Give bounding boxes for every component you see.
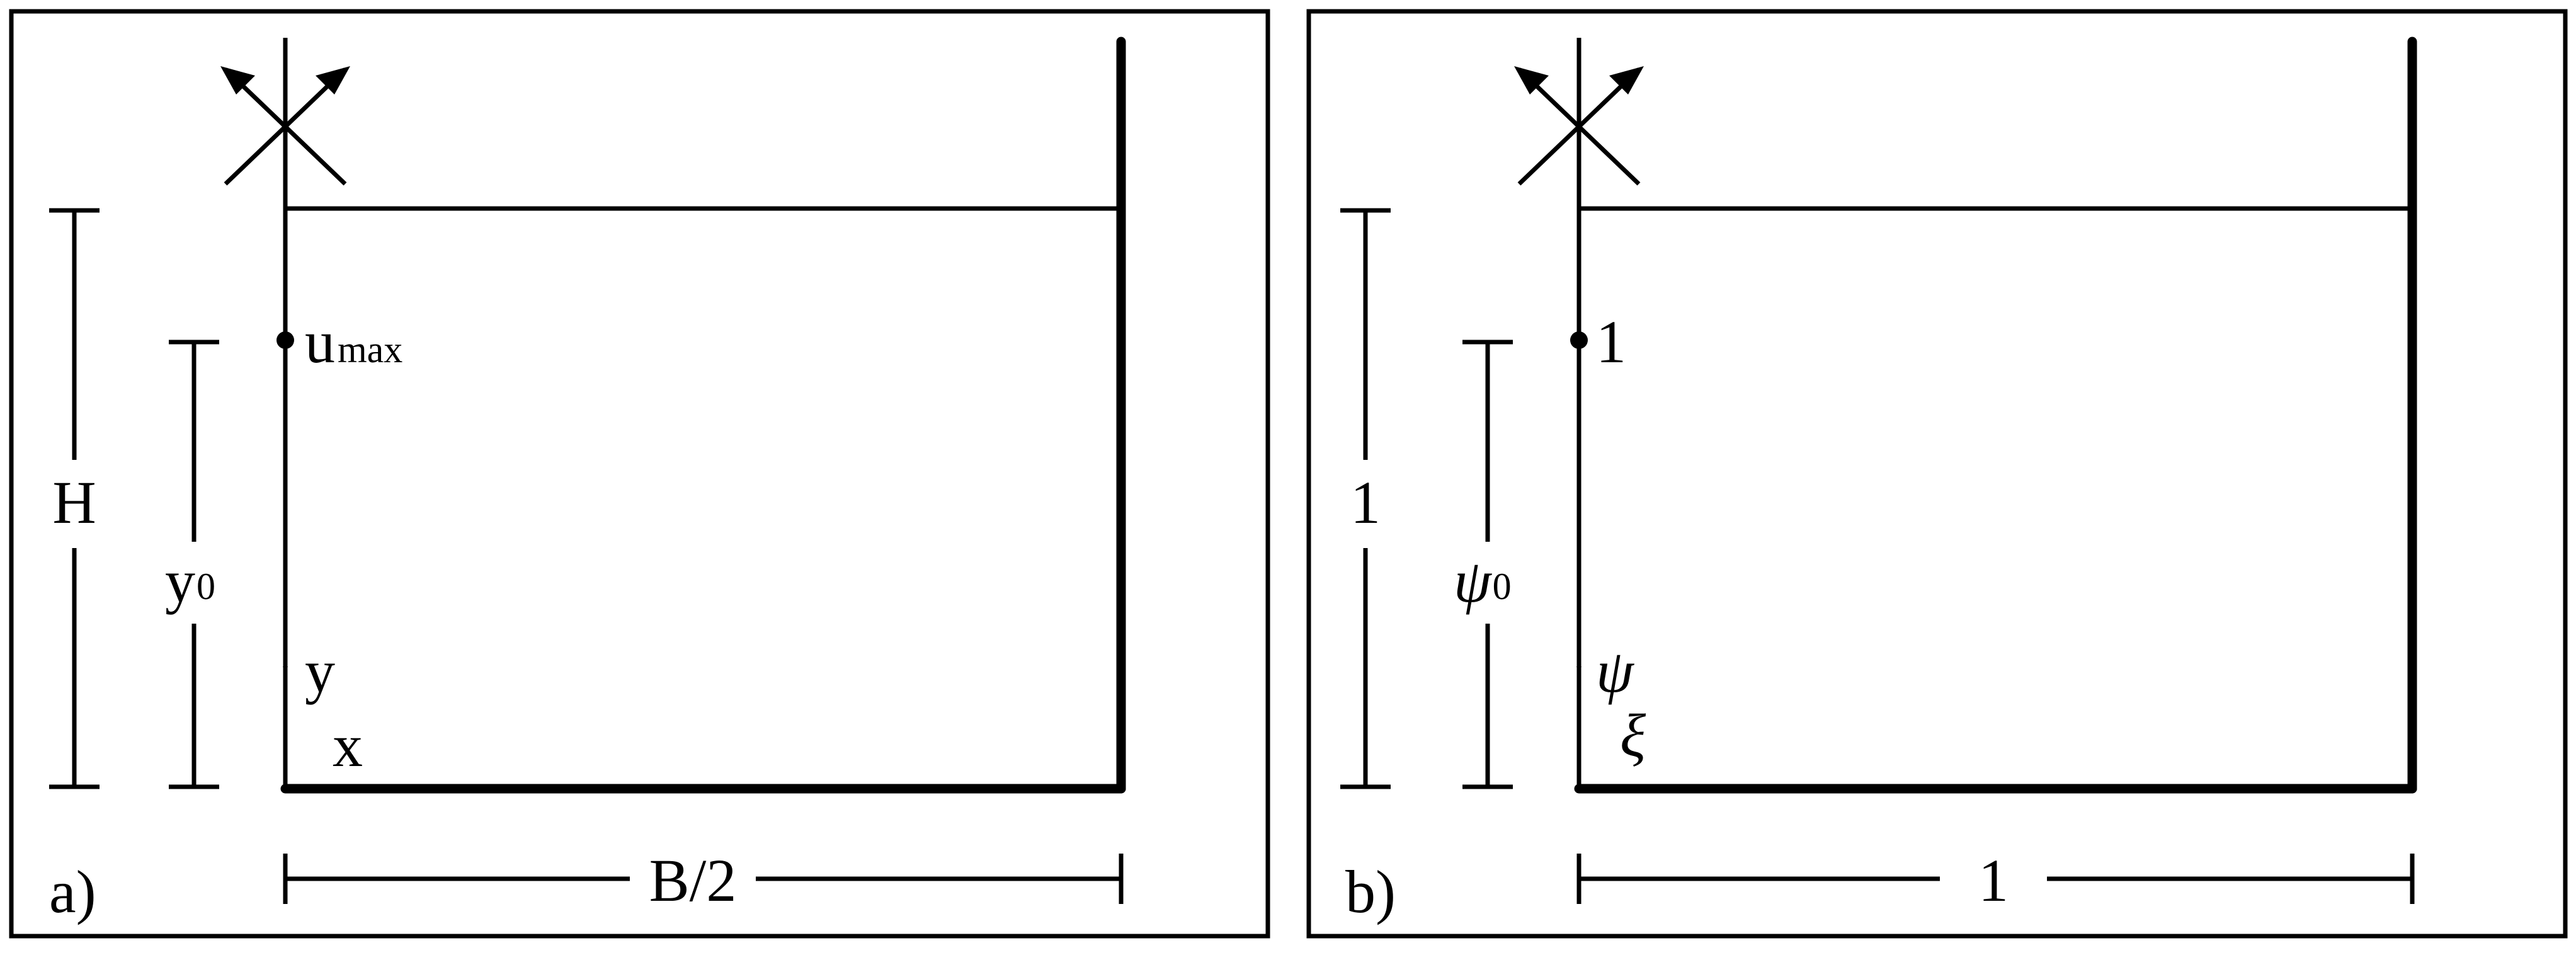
y-axis-label: y <box>305 638 335 705</box>
panel-b-label: b) <box>1345 858 1396 925</box>
depth-label: ψ0 <box>1454 547 1512 615</box>
panel-b-frame <box>1306 9 2568 939</box>
depth-dimension <box>1462 340 1513 789</box>
height-dimension <box>1340 208 1391 789</box>
psi-axis-label: ψ <box>1596 638 1634 705</box>
panel-a-frame <box>9 9 1270 939</box>
max-velocity-label: 1 <box>1596 308 1626 375</box>
depth-label: y0 <box>165 547 215 615</box>
width-label: 1 <box>1978 847 2009 914</box>
max-velocity-point <box>276 331 294 349</box>
xi-axis-label: ξ <box>1620 702 1646 769</box>
width-dimension <box>1576 854 2415 904</box>
height-label: H <box>52 469 96 536</box>
width-dimension <box>283 854 1124 904</box>
width-label: B/2 <box>649 847 737 914</box>
x-axis-label: x <box>333 712 363 779</box>
panel-a: umax H y0 y x B/2 a) <box>9 9 1270 939</box>
max-velocity-point <box>1570 331 1588 349</box>
depth-dimension <box>169 340 219 789</box>
height-label: 1 <box>1350 469 1381 536</box>
panel-b: 1 1 ψ0 ψ ξ 1 b) <box>1306 9 2568 939</box>
panel-a-label: a) <box>49 858 96 925</box>
max-velocity-label: umax <box>305 308 402 375</box>
height-dimension <box>49 208 100 789</box>
